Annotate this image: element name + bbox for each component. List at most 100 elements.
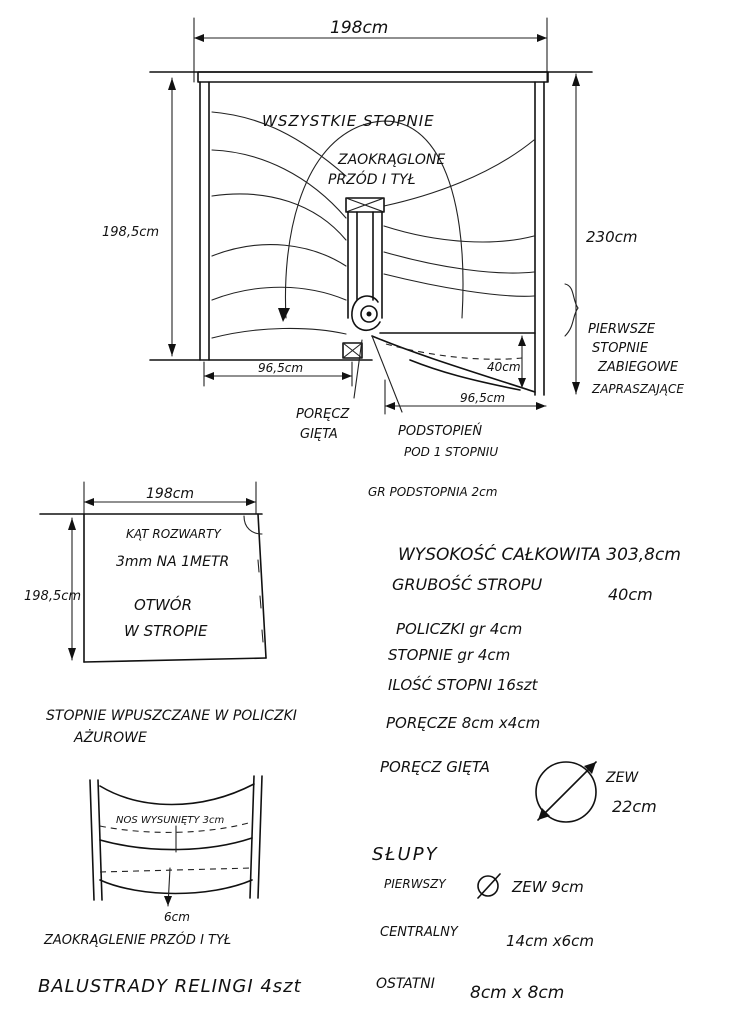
detail-right-outer bbox=[257, 775, 263, 899]
detail-curve-bottom bbox=[99, 879, 253, 895]
step-line bbox=[383, 273, 535, 297]
detail-left-outer bbox=[89, 779, 95, 901]
note-all-steps: WSZYSTKIE STOPNIE bbox=[262, 112, 435, 130]
arrow-icon bbox=[168, 78, 176, 90]
riser-thickness: GR PODSTOPNIA 2cm bbox=[368, 485, 497, 499]
handrail-diameter-circle bbox=[535, 761, 597, 823]
rounding-caption: ZAOKRĄGLENIE PRZÓD I TYŁ bbox=[43, 932, 231, 948]
note-front-back: PRZÓD I TYŁ bbox=[328, 170, 416, 188]
spec-count: ILOŚĆ STOPNI 16szt bbox=[388, 675, 539, 694]
step-line bbox=[211, 111, 347, 177]
arrow-icon bbox=[518, 378, 526, 388]
opening-bottom bbox=[83, 657, 267, 663]
detail-dash-2 bbox=[99, 867, 253, 873]
opening-width: 198cm bbox=[146, 486, 194, 502]
first-post-circle bbox=[360, 305, 378, 323]
step-line bbox=[211, 244, 347, 267]
note-rounded: ZAOKRĄGLONE bbox=[337, 152, 445, 168]
caption-openwork: AŻUROWE bbox=[73, 728, 147, 746]
spec-slab-value: 40cm bbox=[608, 585, 653, 604]
nose-label: NOS WYSUNIĘTY 3cm bbox=[116, 815, 225, 826]
posts-title: SŁUPY bbox=[372, 844, 439, 865]
diameter-line bbox=[537, 761, 597, 821]
brace-winders bbox=[564, 283, 579, 337]
walk-line bbox=[284, 120, 464, 319]
detail-curve-top bbox=[99, 783, 255, 806]
winders-label-1: PIERWSZE bbox=[588, 322, 656, 337]
arrow-icon bbox=[538, 808, 550, 820]
arrow-icon bbox=[68, 518, 76, 530]
leader-handrail bbox=[353, 339, 363, 399]
arrow-icon bbox=[518, 336, 526, 346]
caption-stringers: STOPNIE WPUSZCZANE W POLICZKI bbox=[46, 708, 297, 724]
step-line bbox=[383, 225, 535, 243]
winders-label-3: ZABIEGOWE bbox=[597, 360, 679, 375]
opening-label-1: OTWÓR bbox=[134, 595, 192, 614]
bent-rail bbox=[351, 295, 381, 332]
riser-label-2: POD 1 STOPNIU bbox=[404, 445, 498, 459]
arrow-icon bbox=[537, 34, 547, 42]
riser-label-1: PODSTOPIEŃ bbox=[398, 423, 482, 439]
arrow-icon bbox=[204, 372, 214, 380]
dim-height-left: 198,5cm bbox=[102, 225, 159, 240]
dim-half-right: 96,5cm bbox=[460, 391, 505, 405]
frame-top-beam bbox=[197, 71, 549, 83]
arrow-icon bbox=[584, 762, 596, 774]
dim-half-left: 96,5cm bbox=[258, 361, 303, 375]
step-detail: NOS WYSUNIĘTY 3cm 6cm ZAOKRĄGLENIE PRZÓD… bbox=[43, 775, 263, 948]
plan-view: 198cm 198,5cm 230cm bbox=[102, 17, 684, 499]
step-line bbox=[383, 251, 535, 274]
angle-label-1: KĄT ROZWARTY bbox=[126, 527, 222, 541]
first-post-symbol bbox=[477, 875, 499, 897]
arrow-icon bbox=[164, 896, 172, 906]
post-central-value: 14cm x6cm bbox=[506, 932, 594, 950]
winders-label-4: ZAPRASZAJĄCE bbox=[591, 382, 684, 396]
diameter-value: 22cm bbox=[612, 797, 657, 816]
tick bbox=[257, 559, 260, 573]
spec-total-height: WYSOKOŚĆ CAŁKOWITA 303,8cm bbox=[398, 543, 681, 565]
riser-dashed bbox=[385, 343, 523, 360]
spec-bent-rail: PORĘCZ GIĘTA bbox=[380, 758, 490, 776]
arrow-icon bbox=[572, 74, 580, 86]
spec-handrails: PORĘCZE 8cm x4cm bbox=[386, 714, 540, 732]
step-line bbox=[383, 139, 535, 207]
angle-arc bbox=[243, 515, 263, 535]
opening-right bbox=[257, 513, 267, 659]
dim-40: 40cm bbox=[487, 360, 521, 374]
post-last-label: OSTATNI bbox=[376, 976, 435, 992]
arrow-icon bbox=[168, 344, 176, 356]
tick bbox=[259, 595, 262, 609]
step-line bbox=[211, 149, 347, 219]
post-last-value: 8cm x 8cm bbox=[470, 983, 564, 1003]
first-post-center bbox=[366, 311, 372, 317]
winders-label-2: STOPNIE bbox=[592, 341, 649, 356]
step-line bbox=[211, 286, 347, 301]
arrow-icon bbox=[572, 382, 580, 394]
dim-width-top: 198cm bbox=[330, 18, 388, 38]
depth-label: 6cm bbox=[164, 910, 190, 924]
riser-thick bbox=[409, 359, 521, 391]
spec-treads: STOPNIE gr 4cm bbox=[388, 646, 510, 664]
slab-opening: 198cm 198,5cm KĄT ROZWARTY 3mm NA 1METR … bbox=[24, 481, 297, 746]
post-cross bbox=[345, 197, 385, 213]
handrail-label-1: PORĘCZ bbox=[296, 407, 350, 422]
arrow-icon bbox=[68, 648, 76, 660]
first-post-diameter bbox=[477, 873, 501, 899]
arrow-icon bbox=[246, 498, 256, 506]
arrow-icon bbox=[84, 498, 94, 506]
post-first-label: PIERWSZY bbox=[384, 877, 447, 891]
arrow-icon bbox=[194, 34, 204, 42]
central-post-cap bbox=[345, 197, 385, 213]
post-central-label: CENTRALNY bbox=[380, 925, 459, 940]
arrow-icon bbox=[278, 308, 290, 322]
winder-step-curve bbox=[371, 335, 536, 393]
balustrade-note: BALUSTRADY RELINGI 4szt bbox=[38, 976, 302, 997]
angle-label-2: 3mm NA 1METR bbox=[116, 554, 229, 570]
first-post-square bbox=[342, 342, 363, 359]
spec-list: WYSOKOŚĆ CAŁKOWITA 303,8cm GRUBOŚĆ STROP… bbox=[372, 543, 681, 1003]
diameter-label: ZEW bbox=[605, 770, 639, 786]
spec-stringers: POLICZKI gr 4cm bbox=[396, 620, 522, 638]
leader-riser bbox=[371, 335, 403, 413]
opening-height: 198,5cm bbox=[24, 589, 81, 604]
